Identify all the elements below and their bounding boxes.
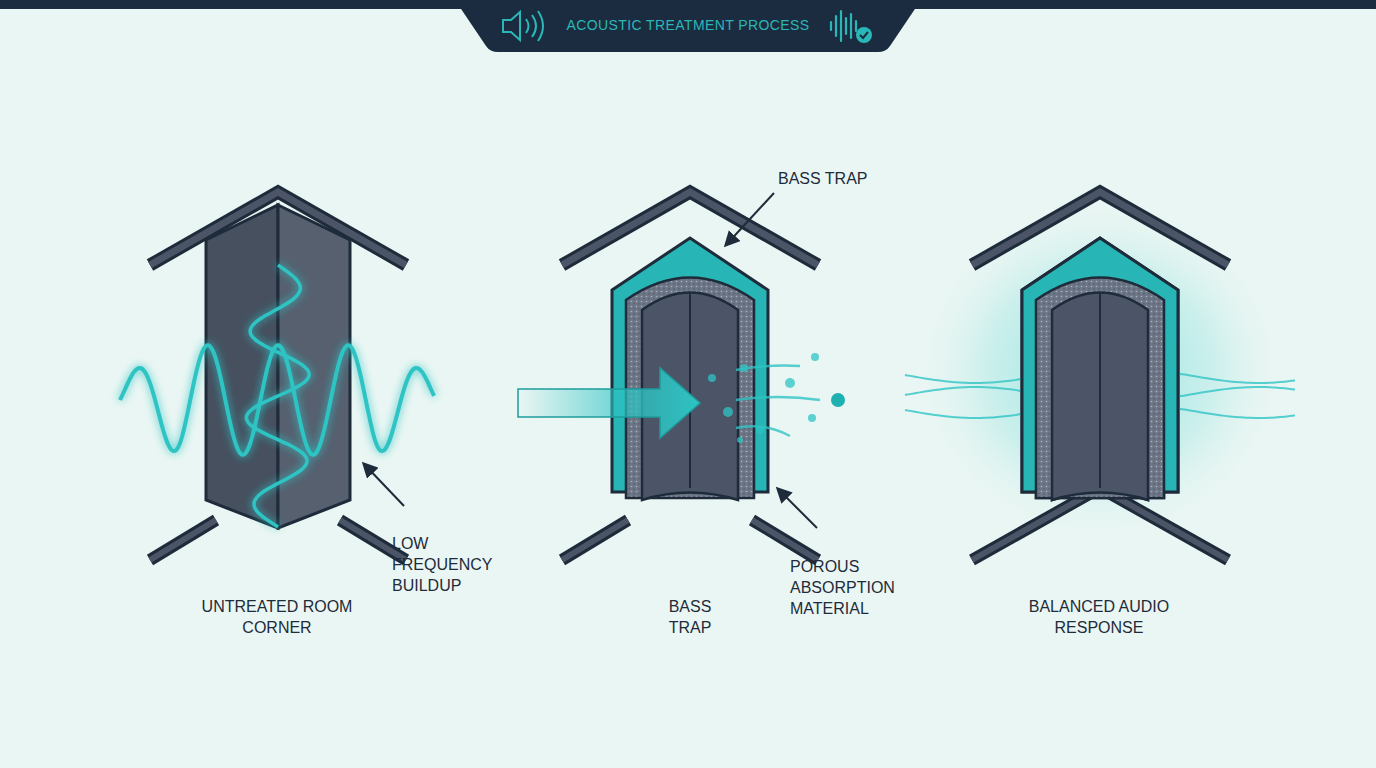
callout-label: LOW FREQUENCY BUILDUP xyxy=(392,533,510,596)
title-tab xyxy=(455,0,921,52)
leader-line xyxy=(364,464,404,506)
energy-particle xyxy=(808,414,816,422)
bass-trap xyxy=(1022,238,1178,500)
energy-particle xyxy=(785,378,795,388)
dissipation-trail xyxy=(736,426,790,436)
floor-edge xyxy=(562,520,818,560)
panel-caption: BASS TRAP xyxy=(655,596,725,638)
incoming-arrow xyxy=(518,368,700,438)
energy-particle xyxy=(723,407,733,417)
panel-caption: BALANCED AUDIO RESPONSE xyxy=(1004,596,1194,638)
leader-line xyxy=(778,489,817,528)
callout-label: POROUS ABSORPTION MATERIAL xyxy=(790,556,918,619)
energy-particle xyxy=(831,393,845,407)
resonance-spiral xyxy=(246,265,309,527)
waveform-check-icon xyxy=(831,11,872,43)
floor-edge xyxy=(562,520,818,560)
dissipation-trail xyxy=(736,397,820,400)
speaker-icon xyxy=(503,11,543,41)
bass-trap xyxy=(1022,238,1178,500)
callout-label: BASS TRAP xyxy=(778,168,868,189)
title: ACOUSTIC TREATMENT PROCESS xyxy=(567,17,810,33)
panel-caption: UNTREATED ROOM CORNER xyxy=(187,596,367,638)
dissipation-trail xyxy=(736,366,800,371)
energy-particle xyxy=(737,437,743,443)
energy-particle xyxy=(708,374,716,382)
glow-halo xyxy=(910,195,1290,545)
leader-line xyxy=(726,193,774,245)
energy-particle xyxy=(811,353,819,361)
